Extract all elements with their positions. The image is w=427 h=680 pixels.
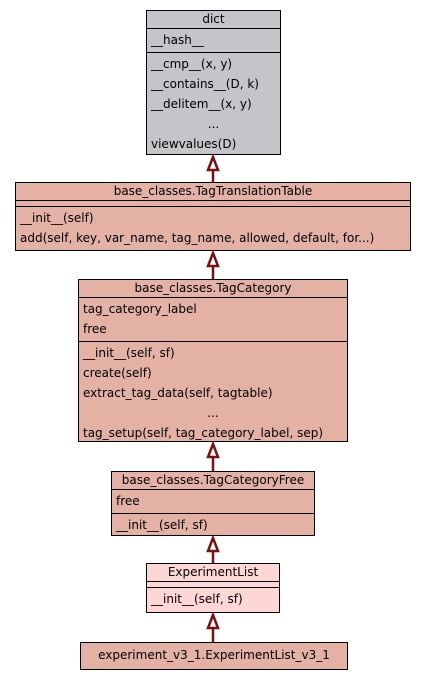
class-node-tag-category-free[interactable]: base_classes.TagCategoryFree free __init… xyxy=(111,471,315,536)
method-tag-setup: tag_setup(self, tag_category_label, sep) xyxy=(83,426,324,440)
inheritance-arrow xyxy=(206,440,220,471)
class-title-tag-category: base_classes.TagCategory xyxy=(79,280,347,298)
inheritance-arrow xyxy=(206,153,220,182)
attribute-free: free xyxy=(83,322,107,336)
method-create: create(self) xyxy=(83,366,152,380)
class-title-tag-category-free: base_classes.TagCategoryFree xyxy=(112,472,314,490)
method-ellipsis: ... xyxy=(207,117,220,131)
method-extract-tag-data: extract_tag_data(self, tagtable) xyxy=(83,386,273,400)
method-init: __init__(self, sf) xyxy=(116,518,208,532)
method-cmp: __cmp__(x, y) xyxy=(151,57,233,71)
inheritance-arrow xyxy=(206,249,220,279)
attribute-free: free xyxy=(116,494,140,508)
method-init: __init__(self, sf) xyxy=(83,346,175,360)
attributes-section-experiment-list xyxy=(147,582,279,588)
method-add: add(self, key, var_name, tag_name, allow… xyxy=(20,231,375,245)
class-node-experiment-list-v3-1[interactable]: experiment_v3_1.ExperimentList_v3_1 xyxy=(80,642,348,670)
methods-section-experiment-list: __init__(self, sf) xyxy=(147,588,279,611)
attributes-section-tag-category-free: free xyxy=(112,490,314,514)
class-title-dict: dict xyxy=(147,11,280,29)
class-node-tag-translation-table[interactable]: base_classes.TagTranslationTable __init_… xyxy=(15,182,411,251)
method-init: __init__(self, sf) xyxy=(151,592,243,606)
attribute-hash: __hash__ xyxy=(151,33,204,47)
methods-section-tag-category: __init__(self, sf) create(self) extract_… xyxy=(79,342,347,445)
inheritance-arrow xyxy=(206,534,220,563)
methods-section-tag-category-free: __init__(self, sf) xyxy=(112,514,314,537)
method-viewvalues: viewvalues(D) xyxy=(151,137,237,151)
attributes-section-dict: __hash__ xyxy=(147,29,280,53)
methods-section-tag-translation-table: __init__(self) add(self, key, var_name, … xyxy=(16,207,410,250)
method-contains: __contains__(D, k) xyxy=(151,77,259,91)
method-init: __init__(self) xyxy=(20,211,94,225)
methods-section-dict: __cmp__(x, y) __contains__(D, k) __delit… xyxy=(147,53,280,156)
class-node-tag-category[interactable]: base_classes.TagCategory tag_category_la… xyxy=(78,279,348,442)
class-node-dict[interactable]: dict __hash__ __cmp__(x, y) __contains__… xyxy=(146,10,281,155)
class-title-tag-translation-table: base_classes.TagTranslationTable xyxy=(16,183,410,201)
method-delitem: __delitem__(x, y) xyxy=(151,97,252,111)
attributes-section-tag-translation-table xyxy=(16,201,410,207)
attributes-section-tag-category: tag_category_label free xyxy=(79,298,347,342)
class-title-experiment-list: ExperimentList xyxy=(147,564,279,582)
method-ellipsis: ... xyxy=(207,406,219,420)
class-title-experiment-list-v3-1: experiment_v3_1.ExperimentList_v3_1 xyxy=(98,648,330,662)
inheritance-arrow xyxy=(206,611,220,642)
attribute-tag-category-label: tag_category_label xyxy=(83,302,197,316)
